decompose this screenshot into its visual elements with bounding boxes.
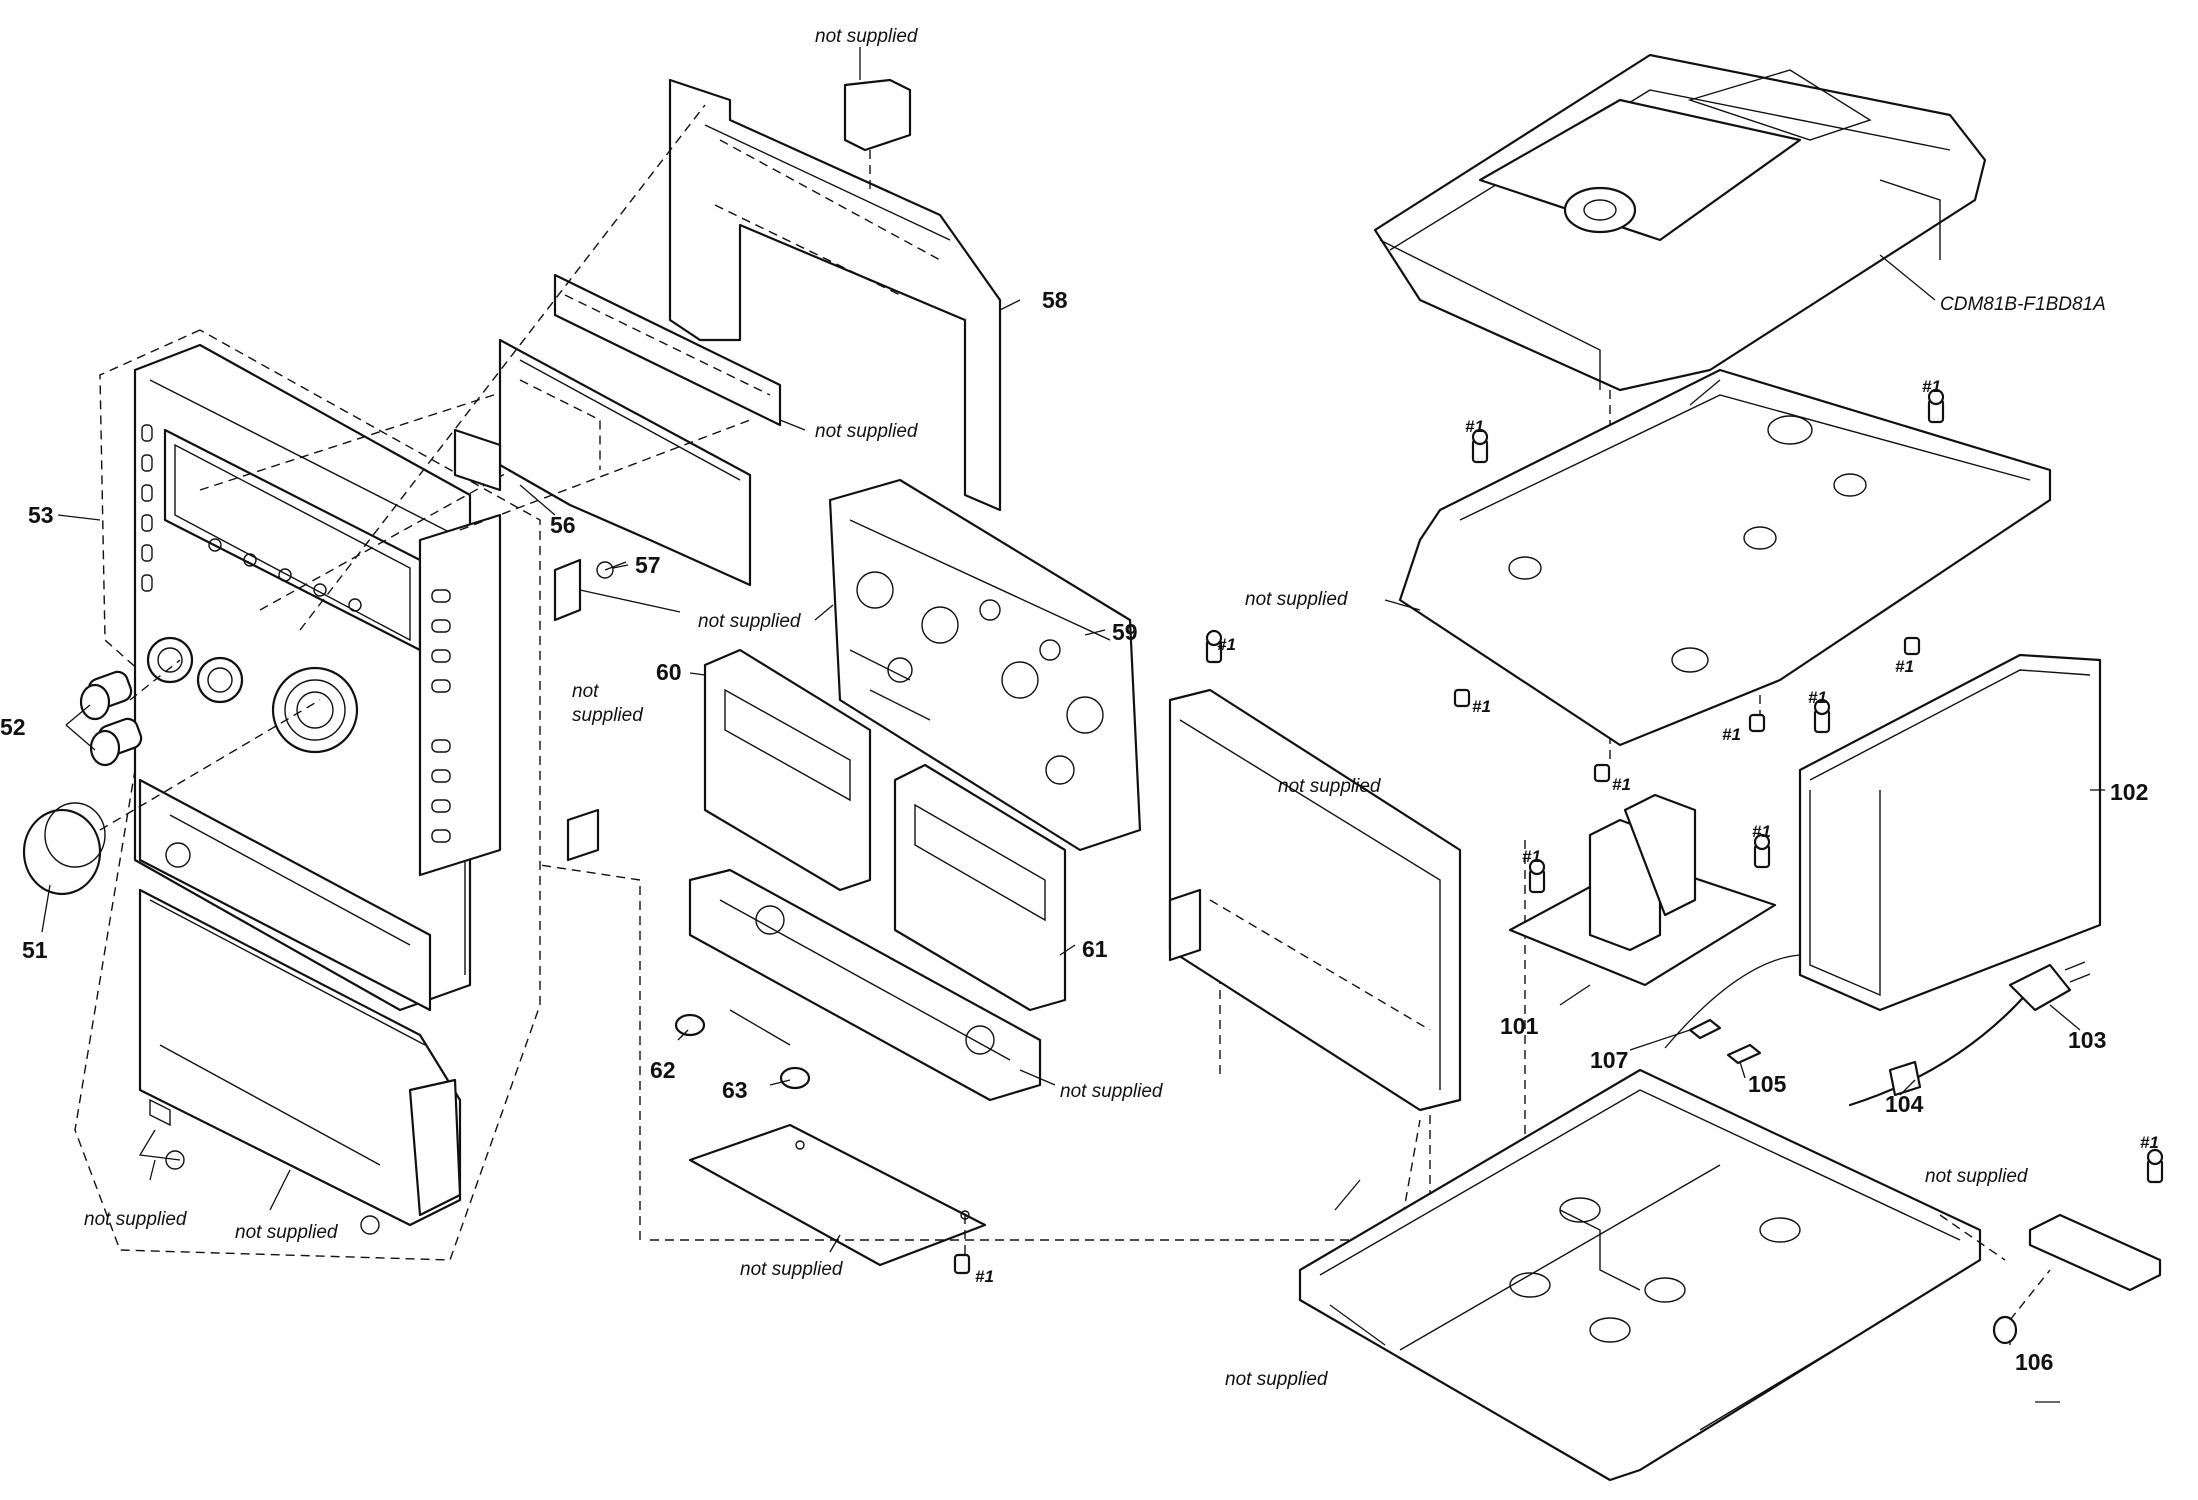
screw-ref: #1 bbox=[2140, 1133, 2159, 1152]
screw-ref: #1 bbox=[975, 1267, 994, 1286]
bracket-106 bbox=[1939, 1148, 2164, 1345]
screw-ref: #1 bbox=[1472, 697, 1491, 716]
cassette-holders bbox=[703, 648, 1067, 1012]
label-62: 62 bbox=[650, 1057, 676, 1083]
note-not-supplied-bottom: not supplied bbox=[1225, 1369, 1329, 1390]
screw-refs: #1 #1 #1 #1 #1 #1 #1 #1 #1 #1 #1 #1 bbox=[975, 377, 2159, 1286]
label-51: 51 bbox=[22, 937, 48, 963]
screw-ref: #1 bbox=[1522, 847, 1541, 866]
cassette-chassis bbox=[674, 868, 1042, 1275]
label-107: 107 bbox=[1590, 1047, 1628, 1073]
screw-ref: #1 bbox=[1808, 688, 1827, 707]
label-53: 53 bbox=[28, 502, 54, 528]
label-105: 105 bbox=[1748, 1071, 1787, 1097]
screw-ref: #1 bbox=[1752, 822, 1771, 841]
bottom-chassis bbox=[1298, 1068, 1982, 1482]
label-61: 61 bbox=[1082, 936, 1108, 962]
frame-58 bbox=[668, 78, 1002, 512]
note-not-supplied-top: not supplied bbox=[815, 26, 919, 47]
note-not-supplied-hinge: not supplied bbox=[84, 1209, 188, 1230]
part-labels: 53 52 51 56 57 58 59 60 61 62 63 101 102… bbox=[0, 287, 2148, 1375]
note-not: not bbox=[572, 681, 599, 702]
label-57: 57 bbox=[635, 552, 661, 578]
label-58: 58 bbox=[1042, 287, 1068, 313]
screw-ref: #1 bbox=[1895, 657, 1914, 676]
label-103: 103 bbox=[2068, 1027, 2106, 1053]
note-not-supplied-cover: not supplied bbox=[1278, 776, 1382, 797]
side-cover bbox=[1168, 629, 1462, 1112]
note-not-supplied-plate: not supplied bbox=[740, 1259, 844, 1280]
label-102: 102 bbox=[2110, 779, 2148, 805]
note-supplied: supplied bbox=[572, 705, 644, 726]
label-59: 59 bbox=[1112, 619, 1138, 645]
note-not-supplied-cd-bracket: not supplied bbox=[1245, 589, 1349, 610]
leader-lines bbox=[41, 47, 2105, 1346]
note-labels: not supplied not supplied not supplied n… bbox=[84, 26, 2106, 1390]
screw-ref: #1 bbox=[1722, 725, 1741, 744]
label-52: 52 bbox=[0, 714, 26, 740]
screw-ref: #1 bbox=[1465, 417, 1484, 436]
note-not-supplied-106: not supplied bbox=[1925, 1166, 2029, 1187]
cd-mechanism bbox=[1373, 53, 1987, 392]
label-63: 63 bbox=[722, 1077, 748, 1103]
screw-ref: #1 bbox=[1922, 377, 1941, 396]
power-cord bbox=[1848, 961, 2091, 1107]
front-panel-assembly bbox=[22, 329, 621, 1261]
cassette-mechanism bbox=[828, 478, 1142, 852]
label-60: 60 bbox=[656, 659, 682, 685]
cd-mechanism-model: CDM81B-F1BD81A bbox=[1940, 294, 2106, 315]
screw-ref: #1 bbox=[1612, 775, 1631, 794]
note-not-supplied-chassis: not supplied bbox=[1060, 1081, 1164, 1102]
label-104: 104 bbox=[1885, 1091, 1924, 1117]
label-56: 56 bbox=[550, 512, 576, 538]
screw-ref: #1 bbox=[1217, 635, 1236, 654]
power-supply-102 bbox=[1798, 653, 2102, 1012]
label-101: 101 bbox=[1500, 1013, 1539, 1039]
note-not-supplied-board: not supplied bbox=[815, 421, 919, 442]
label-106: 106 bbox=[2015, 1349, 2053, 1375]
note-not-supplied-bracket: not supplied bbox=[698, 611, 802, 632]
display-boards bbox=[453, 273, 782, 862]
note-not-supplied-lid: not supplied bbox=[235, 1222, 339, 1243]
cd-bracket bbox=[1398, 368, 2052, 783]
board-101 bbox=[1508, 793, 1801, 1065]
